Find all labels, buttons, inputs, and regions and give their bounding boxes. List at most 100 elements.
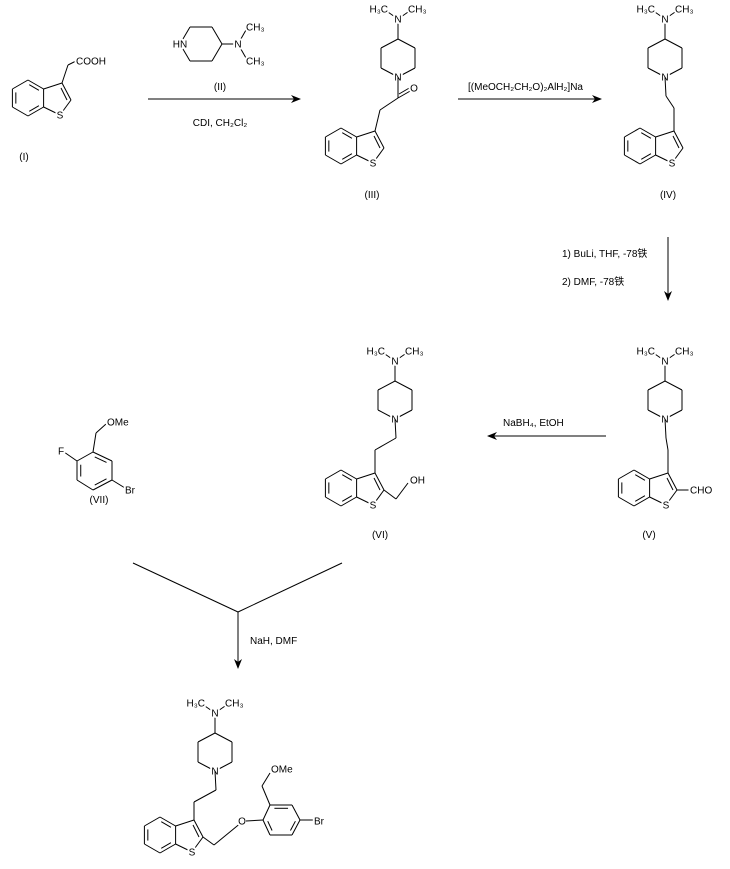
benzene-bond-double — [28, 105, 40, 112]
piperidine-bond — [647, 38, 666, 49]
benzene-bond — [340, 154, 357, 165]
methyl-group: CH₃ — [246, 57, 265, 68]
thiophene-bond — [374, 472, 385, 491]
benzene-bond — [76, 479, 94, 491]
methoxy-group: OMe — [107, 418, 129, 429]
reagent-step1-conditions: CDI, CH₂Cl₂ — [193, 118, 248, 129]
converging-line-right — [237, 562, 343, 613]
piperidine-bond — [394, 380, 413, 391]
piperidine-nh: HN — [173, 40, 187, 51]
benzene-bond-double — [94, 456, 107, 463]
thiophene-bond — [649, 472, 669, 480]
methyl-bond — [201, 703, 216, 714]
sulfur-atom: S — [189, 848, 196, 859]
bond — [261, 785, 271, 806]
benzene-bond — [618, 496, 635, 507]
reagent-step3a: 1) BuLi, THF, -78铁 — [562, 247, 647, 260]
benzene-bond — [633, 496, 650, 507]
benzene-bond — [325, 127, 342, 138]
benzene-bond-double — [94, 478, 107, 486]
bond — [261, 772, 271, 787]
piperidine-bond — [397, 38, 416, 49]
piperidine-bond — [664, 38, 683, 49]
thiophene-bond — [649, 496, 667, 506]
benzene-bond — [12, 106, 29, 117]
piperidine-bond — [380, 38, 399, 49]
benzene-bond-double — [640, 132, 652, 139]
bond — [213, 821, 243, 846]
compound-label-VI: (VI) — [372, 530, 388, 541]
benzene-bond — [92, 479, 113, 491]
ethyl-bond — [664, 418, 667, 439]
methoxy-group: OMe — [271, 765, 293, 776]
sulfur-atom: S — [663, 501, 670, 512]
benzene-bond — [92, 451, 113, 462]
thiophene-double — [60, 87, 68, 101]
carbonyl-double — [398, 86, 412, 95]
aldehyde-group: CHO — [690, 486, 712, 497]
compound-label-I: (I) — [19, 152, 28, 163]
piperidine-bond — [179, 43, 191, 62]
sulfur-atom: S — [669, 159, 676, 170]
reagent-label-II: (II) — [214, 82, 226, 93]
dimethylamino-nitrogen: N — [661, 357, 668, 368]
bond — [202, 836, 215, 846]
methyl-group: H₃C — [636, 5, 655, 16]
benzene-bond — [639, 127, 656, 138]
thiophene-double — [192, 824, 200, 838]
benzene-bond-double — [160, 842, 172, 849]
thiophene-bond — [59, 99, 72, 116]
fluorine-atom: F — [58, 447, 64, 458]
methyl-group: H₃C — [636, 347, 655, 358]
methyl-group: CH₃ — [225, 699, 244, 710]
thiophene-bond — [665, 489, 678, 506]
thiophene-bond — [356, 496, 374, 506]
thiophene-bond — [372, 489, 385, 506]
benzene-bond — [27, 79, 44, 90]
benzene-bond — [325, 469, 342, 480]
dimethylamino-nitrogen: N — [391, 357, 398, 368]
methyl-group: CH₃ — [675, 5, 694, 16]
bromine-atom: Br — [125, 486, 136, 497]
benzene-bond — [159, 816, 176, 827]
benzene-bond — [76, 451, 94, 462]
reagent-step2: [(MeOCH₂CH₂O)₂AlH₂]Na — [468, 82, 583, 93]
benzene-bond — [159, 843, 176, 854]
methyl-bond — [664, 9, 679, 20]
thiophene-bond — [374, 130, 385, 149]
methyl-bond — [381, 351, 396, 362]
benzene-bond-double — [341, 495, 353, 502]
bond — [245, 819, 264, 822]
benzene-bond — [262, 819, 271, 836]
benzene-bond-double — [28, 84, 40, 91]
piperidine-bond — [377, 380, 396, 391]
piperidine-bond — [214, 761, 233, 772]
methyl-bond — [397, 9, 412, 20]
benzene-bond — [144, 843, 161, 854]
benzene-bond — [633, 469, 650, 480]
ether-oxygen: O — [238, 817, 246, 828]
benzene-bond-double — [160, 821, 172, 828]
compound-label-IV: (IV) — [660, 190, 676, 201]
thiophene-double — [373, 477, 381, 491]
piperidine-bond — [377, 409, 396, 420]
methyl-bond — [237, 29, 247, 45]
bromine-atom: Br — [314, 817, 325, 828]
benzene-bond — [262, 804, 271, 821]
benzene-bond-double — [341, 474, 353, 481]
methyl-bond — [237, 43, 247, 59]
ethyl-bond — [665, 437, 669, 451]
thiophene-bond — [356, 472, 376, 480]
benzene-bond — [340, 496, 357, 507]
piperidine-bond — [647, 380, 666, 391]
methyl-bond — [394, 351, 409, 362]
thiophene-bond — [667, 472, 678, 491]
bond — [63, 451, 78, 462]
ethyl-bond — [665, 95, 675, 109]
benzene-bond-double — [341, 153, 353, 160]
thiophene-bond — [191, 836, 204, 853]
benzene-bond — [12, 79, 29, 90]
carboxylic-acid-group: COOH — [76, 57, 106, 68]
methyl-bond — [384, 9, 399, 20]
thiophene-bond — [655, 154, 673, 164]
